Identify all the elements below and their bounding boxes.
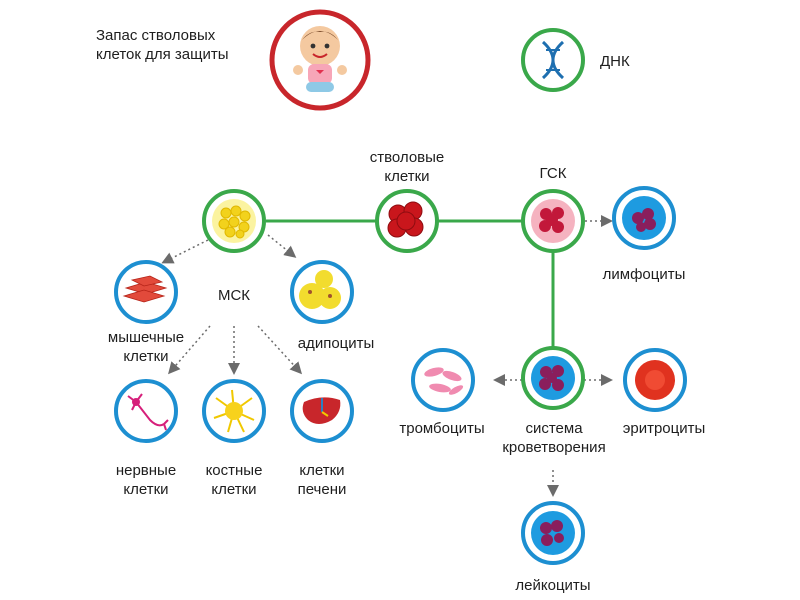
- leukocyte-icon: [521, 501, 585, 565]
- arrow-msc-liver: [257, 325, 303, 375]
- blood-system-icon: [521, 346, 585, 410]
- platelets-icon: [411, 348, 475, 412]
- label-platelets: тромбоциты: [399, 420, 485, 437]
- liver-icon: [290, 379, 354, 443]
- label-hematopoiesis: система кроветворения: [502, 420, 606, 456]
- label-msc: МСК: [217, 287, 251, 304]
- hsc-cell-icon: [521, 189, 585, 253]
- label-leukocytes: лейкоциты: [515, 577, 591, 594]
- label-liver-cells: клетки печени: [297, 462, 347, 498]
- osteocyte-icon: [202, 379, 266, 443]
- label-adipocytes: адипоциты: [297, 335, 375, 352]
- label-erythrocytes: эритроциты: [622, 420, 706, 437]
- label-stem-cells: стволовые клетки: [369, 149, 445, 185]
- red-blood-cell-icon: [623, 348, 687, 412]
- label-bone-cells: костные клетки: [205, 462, 263, 498]
- legend-dna-label: ДНК: [600, 53, 630, 70]
- baby-icon: [269, 9, 371, 111]
- arrow-msc-adipocytes: [267, 234, 297, 258]
- label-muscle-cells: мышечные клетки: [107, 329, 185, 365]
- adipocyte-icon: [290, 260, 354, 324]
- label-hsc: ГСК: [539, 165, 567, 182]
- muscle-cells-icon: [114, 260, 178, 324]
- lymphocyte-icon: [612, 186, 676, 250]
- arrow-msc-muscle: [161, 239, 209, 264]
- stem-cell-icon: [375, 189, 439, 253]
- legend-baby-label: Запас стволовых клеток для защиты: [96, 27, 229, 63]
- neuron-icon: [114, 379, 178, 443]
- dna-icon: [521, 28, 585, 92]
- label-lymphocytes: лимфоциты: [602, 266, 686, 283]
- label-nerve-cells: нервные клетки: [115, 462, 177, 498]
- arrow-msc-nerve: [168, 325, 211, 375]
- msc-cell-icon: [202, 189, 266, 253]
